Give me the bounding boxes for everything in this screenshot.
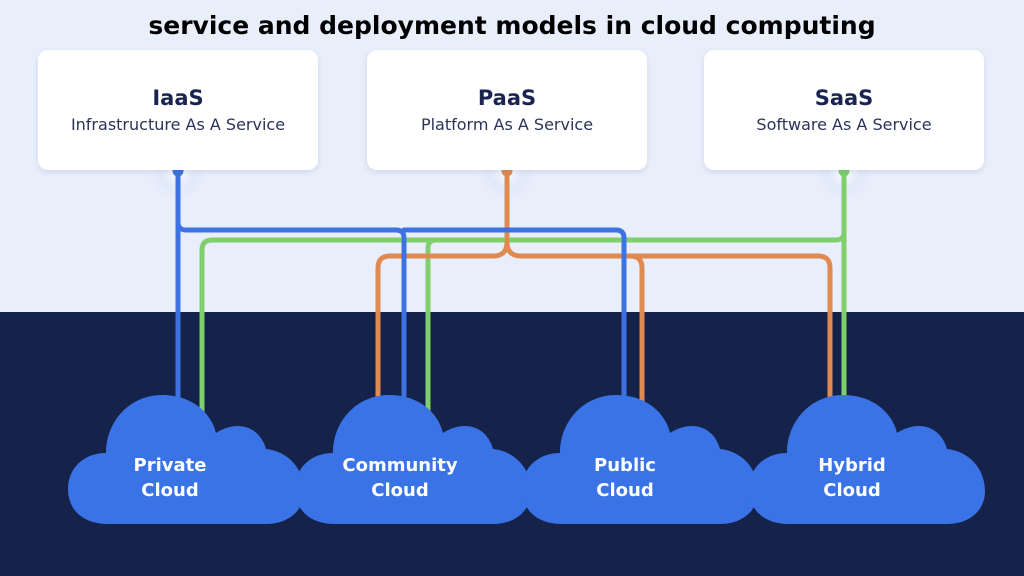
paas-to-community-line bbox=[375, 169, 510, 423]
saas-connection-lines bbox=[199, 169, 847, 431]
saas-card-title: SaaS bbox=[814, 86, 874, 110]
iaas-to-community-line bbox=[175, 219, 407, 407]
public-cloud-icon bbox=[522, 395, 758, 524]
hybrid-cloud-label-line2: Cloud bbox=[823, 480, 881, 501]
paas-card: PaaS Platform As A Service bbox=[367, 50, 647, 170]
private-cloud-label-line1: Private bbox=[133, 455, 207, 476]
public-cloud-label: Public Cloud bbox=[535, 453, 715, 503]
paas-to-hybrid-line bbox=[627, 253, 833, 423]
saas-card-description: Software As A Service bbox=[756, 115, 932, 134]
private-cloud-label: Private Cloud bbox=[80, 453, 260, 503]
iaas-card-title: IaaS bbox=[152, 86, 204, 110]
saas-card: SaaS Software As A Service bbox=[704, 50, 984, 170]
paas-card-title: PaaS bbox=[477, 86, 537, 110]
clouds bbox=[68, 395, 985, 524]
paas-card-description: Platform As A Service bbox=[420, 115, 594, 134]
iaas-to-public-line bbox=[401, 227, 627, 407]
iaas-card: IaaS Infrastructure As A Service bbox=[38, 50, 318, 170]
community-cloud-label: Community Cloud bbox=[310, 453, 490, 503]
hybrid-cloud-label: Hybrid Cloud bbox=[762, 453, 942, 503]
community-cloud-label-line2: Cloud bbox=[371, 480, 429, 501]
private-cloud-label-line2: Cloud bbox=[141, 480, 199, 501]
community-cloud-icon bbox=[295, 395, 531, 524]
public-cloud-label-line2: Cloud bbox=[596, 480, 654, 501]
paas-connection-lines bbox=[375, 169, 833, 423]
hybrid-cloud-icon bbox=[749, 395, 985, 524]
community-cloud-label-line1: Community bbox=[342, 455, 458, 476]
iaas-connection-lines bbox=[175, 169, 627, 407]
public-cloud-label-line1: Public bbox=[594, 455, 656, 476]
private-cloud-icon bbox=[68, 395, 304, 524]
saas-to-private-line bbox=[199, 169, 847, 431]
hybrid-cloud-label-line1: Hybrid bbox=[818, 455, 886, 476]
iaas-card-description: Infrastructure As A Service bbox=[70, 115, 286, 134]
saas-to-community-line bbox=[425, 237, 439, 431]
page-title: service and deployment models in cloud c… bbox=[148, 11, 876, 40]
